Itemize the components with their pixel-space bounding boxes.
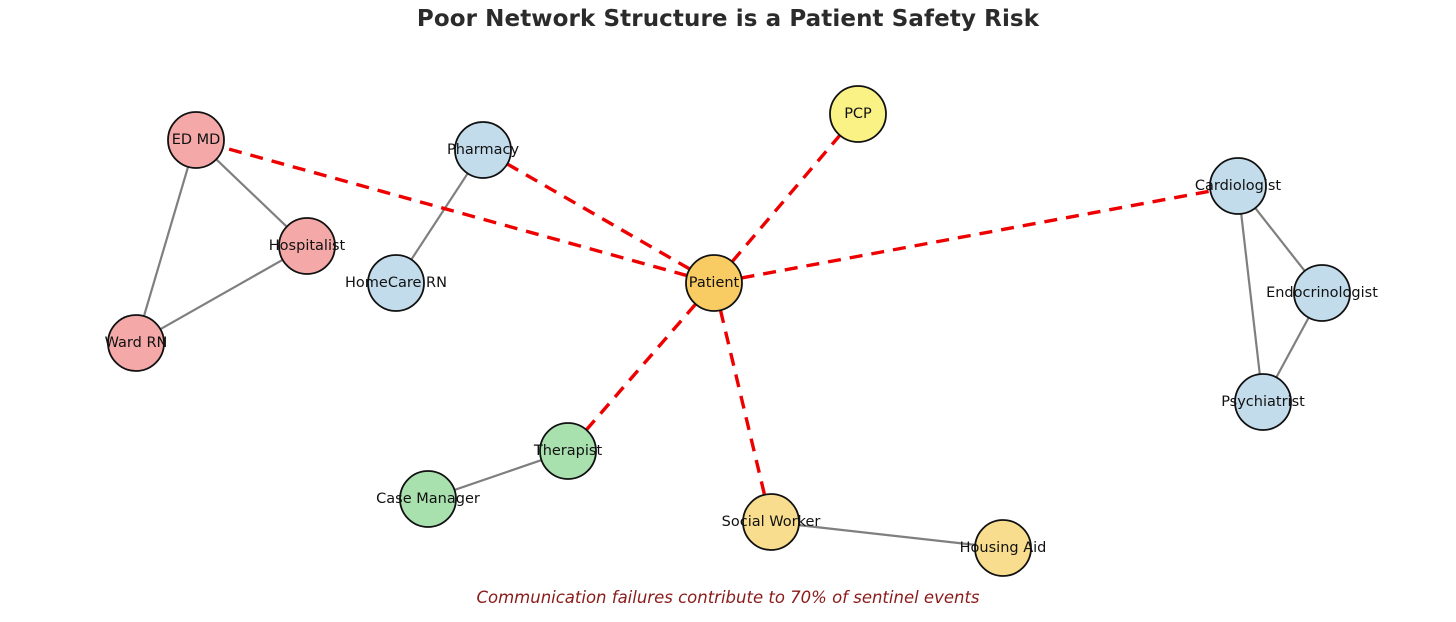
node-circle[interactable] — [829, 85, 887, 143]
node-label: HomeCare RN — [345, 275, 447, 291]
graph-node[interactable]: Therapist — [533, 422, 603, 480]
graph-node[interactable]: Patient — [685, 254, 743, 312]
graph-edge — [1275, 317, 1310, 378]
node-label: Ward RN — [105, 335, 168, 351]
graph-edge — [410, 172, 469, 261]
node-circle[interactable] — [399, 470, 457, 528]
node-label: Housing Aid — [960, 540, 1047, 556]
node-circle[interactable] — [742, 493, 800, 551]
graph-edge — [506, 162, 691, 271]
graph-node[interactable]: Cardiologist — [1195, 157, 1282, 215]
node-label: ED MD — [172, 132, 221, 148]
graph-edge — [1254, 207, 1306, 272]
graph-node[interactable]: Case Manager — [376, 470, 480, 528]
node-circle[interactable] — [278, 217, 336, 275]
graph-edge — [718, 309, 767, 496]
graph-node[interactable]: ED MD — [167, 111, 225, 169]
node-label: PCP — [844, 106, 872, 122]
node-label: Social Worker — [722, 514, 821, 530]
node-circle[interactable] — [367, 254, 425, 312]
graph-node[interactable]: Ward RN — [105, 314, 168, 372]
node-label: Therapist — [533, 443, 603, 459]
node-label: Hospitalist — [269, 238, 346, 254]
node-label: Pharmacy — [447, 142, 520, 158]
graph-node[interactable]: HomeCare RN — [345, 254, 447, 312]
graph-edge — [215, 158, 288, 228]
graph-edge — [159, 258, 284, 331]
node-label: Psychiatrist — [1221, 394, 1305, 410]
node-circle[interactable] — [974, 519, 1032, 577]
node-circle[interactable] — [107, 314, 165, 372]
graph-edge — [798, 524, 976, 546]
graph-node[interactable]: Endocrinologist — [1266, 264, 1378, 322]
node-label: Cardiologist — [1195, 178, 1282, 194]
graph-node[interactable]: Housing Aid — [960, 519, 1047, 577]
node-circle[interactable] — [1234, 373, 1292, 431]
node-circle[interactable] — [685, 254, 743, 312]
node-circle[interactable] — [167, 111, 225, 169]
page-title: Poor Network Structure is a Patient Safe… — [416, 6, 1040, 32]
edges-layer — [142, 134, 1310, 546]
graph-node[interactable]: Social Worker — [722, 493, 821, 551]
node-circle[interactable] — [454, 121, 512, 179]
graph-edge — [1240, 213, 1261, 375]
graph-node[interactable]: PCP — [829, 85, 887, 143]
node-circle[interactable] — [539, 422, 597, 480]
node-label: Patient — [689, 275, 740, 291]
graph-node[interactable]: Psychiatrist — [1221, 373, 1305, 431]
graph-edge — [730, 134, 842, 263]
graph-edge — [142, 166, 190, 317]
node-circle[interactable] — [1209, 157, 1267, 215]
node-circle[interactable] — [1293, 264, 1351, 322]
graph-node[interactable]: Pharmacy — [447, 121, 520, 179]
graph-edge — [222, 145, 688, 278]
chart-caption: Communication failures contribute to 70%… — [476, 588, 980, 607]
node-label: Case Manager — [376, 491, 480, 507]
graph-edge — [454, 459, 542, 491]
graph-edge — [741, 189, 1211, 280]
graph-node[interactable]: Hospitalist — [269, 217, 346, 275]
node-label: Endocrinologist — [1266, 285, 1378, 301]
graph-edge — [585, 303, 697, 431]
